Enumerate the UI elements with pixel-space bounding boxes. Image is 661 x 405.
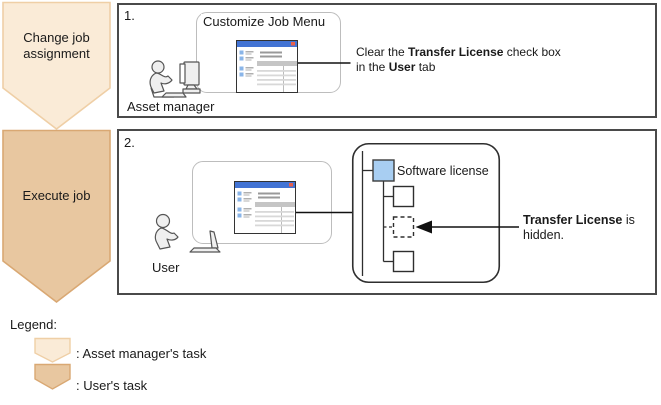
callout-step1: Clear the Transfer License check box in … (356, 45, 561, 74)
flow-arrow-step2 (2, 129, 111, 304)
software-license-label: Software license (397, 164, 489, 178)
legend-swatch-asset-manager (34, 337, 71, 363)
legend-item-label: : Asset manager's task (76, 346, 207, 361)
window-container-title: Customize Job Menu (201, 14, 328, 29)
flow-arrow-step1-label: Change job assignment (23, 30, 90, 61)
flow-arrow-step2-label: Execute job (22, 188, 91, 203)
step2-number: 2. (124, 135, 135, 150)
legend-item-label: : User's task (76, 378, 148, 393)
callout-step2: Transfer License is hidden. (523, 213, 635, 242)
step1-number: 1. (124, 8, 135, 23)
asset-manager-label: Asset manager (127, 99, 215, 114)
legend-title: Legend: (10, 317, 57, 332)
flow-arrow-step1 (2, 1, 111, 131)
user-label: User (152, 260, 180, 275)
legend-swatch-user (34, 363, 71, 390)
step2-window-container (192, 161, 332, 244)
